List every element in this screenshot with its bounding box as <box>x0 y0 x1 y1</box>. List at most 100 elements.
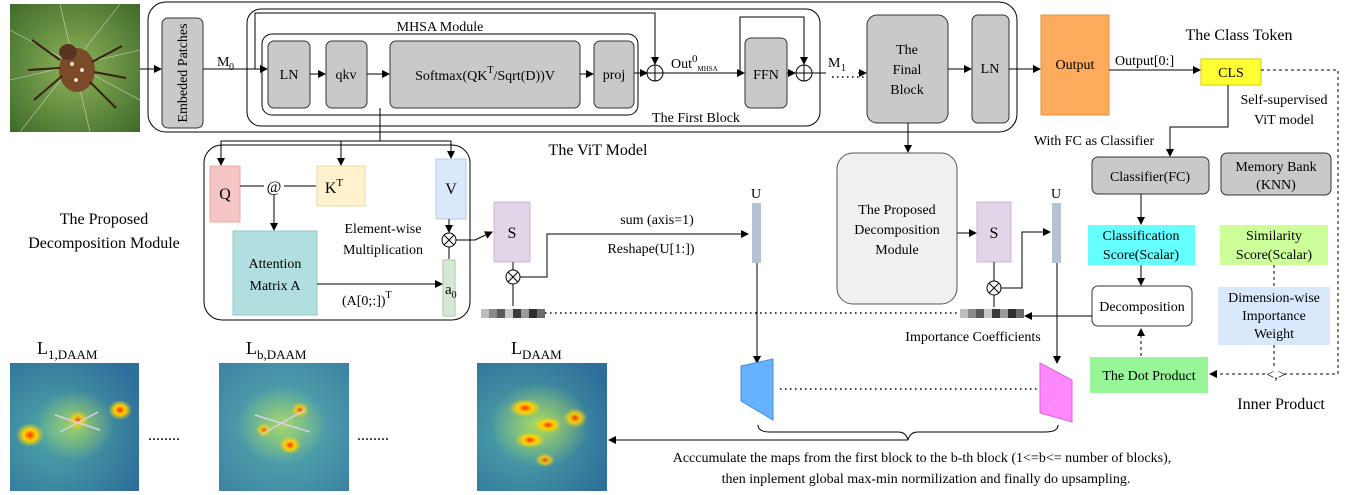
accumulate-line1: Acccumulate the maps from the first bloc… <box>673 451 1172 466</box>
memory-line2: (KNN) <box>1256 178 1296 193</box>
coefficient-cell <box>481 309 489 318</box>
memory-bank-block <box>1220 152 1332 196</box>
dot-product-label: The Dot Product <box>1102 369 1195 384</box>
u-vector <box>752 203 761 263</box>
classifier-label: Classifier(FC) <box>1110 170 1190 185</box>
ln-label: LN <box>280 68 299 83</box>
coefficient-cell <box>1016 309 1024 318</box>
s-multiply-node <box>505 269 521 285</box>
input-spider-image <box>9 3 141 133</box>
vit-model-label: The ViT Model <box>549 142 648 159</box>
dot-product-block <box>1090 357 1208 393</box>
class-score-line1: Classification <box>1103 229 1180 244</box>
coefficient-cell <box>976 309 984 318</box>
coefficient-cell <box>984 309 992 318</box>
proj-label: proj <box>603 68 626 83</box>
heatmap-lb-daam <box>219 363 349 491</box>
sum-label: sum (axis=1) <box>620 213 694 228</box>
dim-weight-line2: Importance <box>1242 309 1306 324</box>
coefficient-cell <box>1008 309 1016 318</box>
ellipsis-2: ........ <box>357 427 389 444</box>
mhsa-module-title: MHSA Module <box>397 20 484 35</box>
map-blue-slice <box>740 358 774 421</box>
importance-bar-right <box>960 309 1024 318</box>
attention-line1: Attention <box>249 257 302 272</box>
decomp-title-line1: The Proposed <box>60 211 148 228</box>
decomposition-block <box>1091 285 1193 327</box>
q-block <box>209 165 241 223</box>
q-label: Q <box>219 186 231 203</box>
memory-line1: Memory Bank <box>1235 160 1316 175</box>
proposed-module-block <box>836 152 958 305</box>
m1-label: M <box>828 56 841 71</box>
output-slice-label: Output[0:] <box>1115 54 1174 69</box>
dim-weight-line3: Weight <box>1254 327 1294 342</box>
elementwise-multiply-node <box>441 232 457 248</box>
coefficient-cell <box>968 309 976 318</box>
ellipsis-1: ........ <box>148 427 180 444</box>
ln-final-label: LN <box>981 62 1000 77</box>
classification-score-block <box>1088 225 1195 265</box>
elementwise-line1: Element-wise <box>345 222 422 237</box>
coefficient-cell <box>537 309 545 318</box>
final-block-line2: Final <box>893 63 922 78</box>
inner-product-label: Inner Product <box>1237 396 1325 413</box>
dim-weight-line1: Dimension-wise <box>1228 291 1320 306</box>
dimension-weight-block <box>1218 287 1330 345</box>
coefficient-cell <box>497 309 505 318</box>
embeded-patches-block <box>161 17 204 129</box>
k-block <box>316 165 366 207</box>
lb-daam-label: Lb,DAAM <box>246 338 307 362</box>
map-pink-slice <box>1039 362 1073 423</box>
s2-multiply-node <box>986 280 1002 296</box>
coefficient-cell <box>505 309 513 318</box>
softmax-label: Softmax(QKT/Sqrt(D))V <box>415 65 555 84</box>
a0-block <box>442 259 456 317</box>
classifier-block <box>1091 156 1210 195</box>
decomp-title-line2: Decomposition Module <box>28 235 180 252</box>
residual-add-node-2 <box>795 64 813 82</box>
class-score-line2: Score(Scalar) <box>1103 248 1180 263</box>
a0-label: a0 <box>445 282 457 301</box>
v-block <box>435 158 467 220</box>
proj-block <box>593 40 635 109</box>
self-supervised-line1: Self-supervised <box>1240 93 1327 108</box>
similarity-score-block <box>1220 225 1328 265</box>
cls-label: CLS <box>1218 66 1244 81</box>
proposed-line2: Decomposition <box>854 223 940 238</box>
s2-label: S <box>990 225 999 242</box>
s-label: S <box>508 225 517 242</box>
l1-daam-label: L1,DAAM <box>37 338 98 362</box>
importance-bar-left <box>481 309 545 318</box>
coefficient-cell <box>992 309 1000 318</box>
class-token-title: The Class Token <box>1185 27 1292 44</box>
ffn-label: FFN <box>753 68 779 83</box>
final-block-line1: The <box>896 43 918 58</box>
coefficient-cell <box>513 309 521 318</box>
residual-add-node-1 <box>646 64 664 82</box>
m1-sub: 1 <box>841 63 846 74</box>
v-label: V <box>445 181 457 198</box>
coefficient-cell <box>521 309 529 318</box>
m0-label: M <box>217 55 230 70</box>
attention-line2: Matrix A <box>250 279 302 294</box>
a-slice-label: (A[0;:])T <box>342 290 392 309</box>
final-block-line3: Block <box>890 83 923 98</box>
s-block <box>493 201 531 263</box>
inner-product-symbol: <,> <box>1266 368 1285 383</box>
heatmap-l1-daam <box>10 363 139 491</box>
output-block <box>1040 14 1110 116</box>
importance-label: Importance Coefficients <box>905 330 1040 345</box>
proposed-line1: The Proposed <box>858 203 935 218</box>
cls-token <box>1200 58 1262 86</box>
first-block-label: The First Block <box>652 111 740 126</box>
u-label: U <box>751 187 761 202</box>
coefficient-cell <box>529 309 537 318</box>
proposed-line3: Module <box>875 243 919 258</box>
u2-label: U <box>1051 187 1061 202</box>
sim-score-line1: Similarity <box>1246 229 1302 244</box>
coefficient-cell <box>489 309 497 318</box>
decomposition-label: Decomposition <box>1099 300 1185 315</box>
accumulate-line2: then inplement global max-min normilizat… <box>722 472 1131 487</box>
